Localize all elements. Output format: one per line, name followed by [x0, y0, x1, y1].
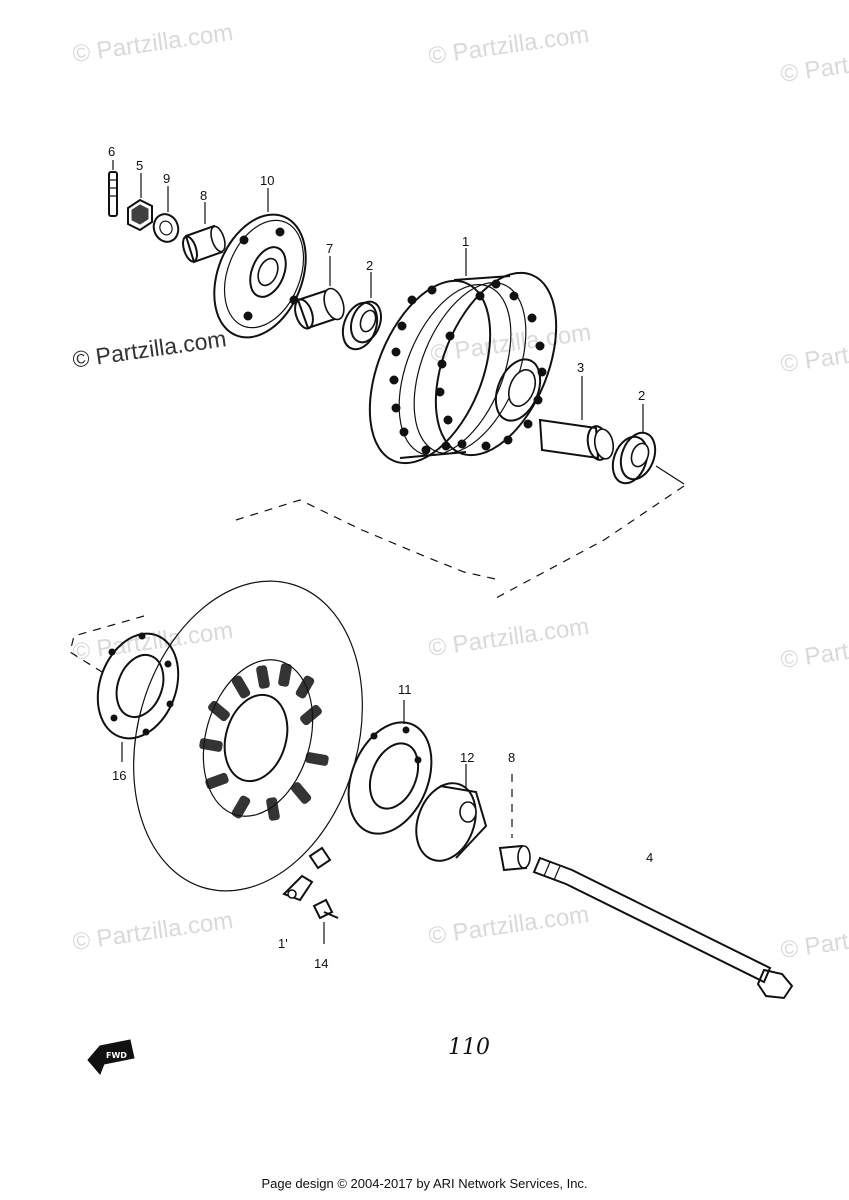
part-8-spacer-lower[interactable] [498, 844, 531, 872]
callout-10: 10 [260, 173, 274, 188]
callout-6: 6 [108, 144, 115, 159]
callout-12: 12 [460, 750, 474, 765]
part-14-bolt[interactable] [312, 898, 339, 920]
callout-3: 3 [577, 360, 584, 375]
part-2-bearing-lower[interactable] [607, 428, 661, 488]
callout-8-lower: 8 [508, 750, 515, 765]
forward-arrow-icon: FWD [87, 1039, 135, 1075]
callout-11: 11 [398, 682, 412, 697]
exploded-view-diagram: 6 5 9 8 10 7 2 1 3 2 11 12 8 4 16 1' 14 … [69, 144, 794, 1075]
callout-8: 8 [200, 188, 207, 203]
page-footer: Page design © 2004-2017 by ARI Network S… [261, 1176, 588, 1191]
part-1-hub[interactable] [346, 256, 580, 481]
callout-13: 1' [278, 936, 288, 951]
assembly-outline [69, 485, 685, 673]
callout-1: 1 [462, 234, 469, 249]
part-2-bearing-upper[interactable] [337, 297, 387, 354]
part-12-boss[interactable] [406, 775, 488, 869]
part-7-collar[interactable] [292, 286, 348, 331]
callout-2: 2 [366, 258, 373, 273]
part-6-pin[interactable] [108, 171, 118, 217]
forward-arrow-label: FWD [106, 1051, 127, 1060]
part-11-plate[interactable] [333, 710, 447, 846]
part-16-plate[interactable] [84, 622, 192, 749]
part-9-washer[interactable] [150, 211, 182, 246]
part-8-spacer[interactable] [180, 224, 227, 264]
part-5-nut[interactable] [127, 198, 153, 232]
axis-line [655, 465, 685, 485]
callout-14: 14 [314, 956, 328, 971]
part-13-lock-plate[interactable] [282, 846, 332, 902]
part-10-plate[interactable] [197, 201, 323, 351]
callout-2-lower: 2 [638, 388, 645, 403]
figure-number: 110 [448, 1035, 490, 1060]
part-3-distance-collar[interactable] [538, 418, 615, 461]
callout-16: 16 [112, 768, 126, 783]
brake-disc[interactable] [99, 554, 398, 918]
callout-5: 5 [136, 158, 143, 173]
part-4-axle[interactable] [532, 856, 794, 1000]
callout-9: 9 [163, 171, 170, 186]
callout-7: 7 [326, 241, 333, 256]
callout-4: 4 [646, 850, 653, 865]
